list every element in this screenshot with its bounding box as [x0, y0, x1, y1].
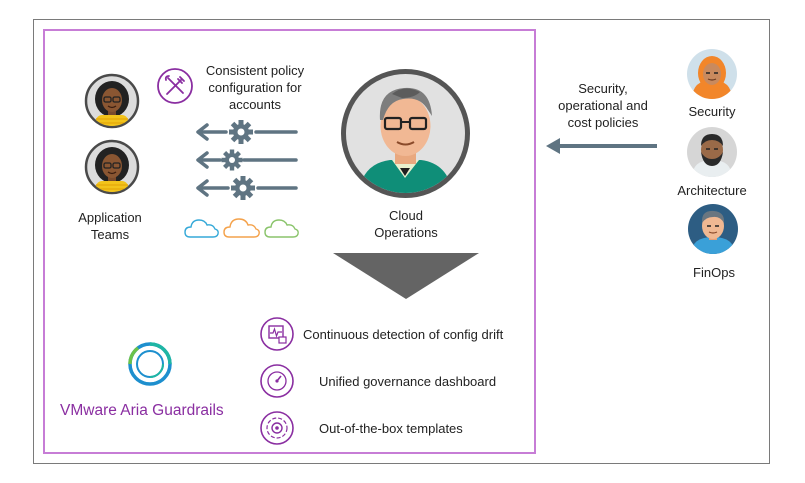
persona-finops-label: FinOps: [693, 265, 735, 280]
gear-icon-3: [231, 176, 255, 200]
policy-arrow-2: [196, 151, 298, 169]
outer-frame: [33, 19, 770, 464]
tools-icon: [157, 68, 193, 104]
gear-cycle-icon: [260, 411, 294, 445]
feature-config-drift: Continuous detection of config drift: [303, 327, 504, 342]
feature-templates: Out-of-the-box templates: [319, 421, 463, 436]
persona-architecture-label: Architecture: [677, 183, 747, 198]
cloud-ops-label: Cloud Operations: [374, 208, 438, 240]
finops-avatar: [688, 204, 738, 254]
cloud-ops-avatar: [341, 69, 470, 198]
feature-governance-dashboard: Unified governance dashboard: [319, 374, 497, 389]
architecture-avatar: [687, 127, 737, 177]
cloud-icons: [184, 218, 299, 238]
policy-config-label: Consistent policy configuration for acco…: [205, 63, 305, 112]
policies-label: Security, operational and cost policies: [558, 81, 648, 130]
aria-guardrails-logo-icon: [128, 342, 172, 386]
cloud-icon-blue: [184, 219, 219, 238]
gear-icon-2: [221, 149, 243, 171]
app-team-avatar-1: [84, 73, 140, 129]
gear-icon-1: [229, 120, 253, 144]
brand-name: VMware Aria Guardrails: [60, 402, 224, 419]
guardrails-frame: [43, 29, 536, 454]
funnel-triangle: [333, 253, 479, 299]
cloud-icon-orange: [223, 218, 260, 238]
monitor-chart-icon: [260, 317, 294, 351]
policies-arrow: [546, 138, 657, 154]
policy-arrow-1: [196, 123, 298, 141]
app-team-avatar-2: [84, 139, 140, 195]
gauge-icon: [260, 364, 294, 398]
cloud-icon-green: [264, 219, 299, 238]
policy-arrows: [196, 120, 298, 200]
app-teams-label: Application Teams: [78, 210, 142, 242]
security-avatar: [687, 49, 737, 99]
persona-security-label: Security: [688, 104, 736, 119]
policy-arrow-3: [196, 179, 298, 197]
